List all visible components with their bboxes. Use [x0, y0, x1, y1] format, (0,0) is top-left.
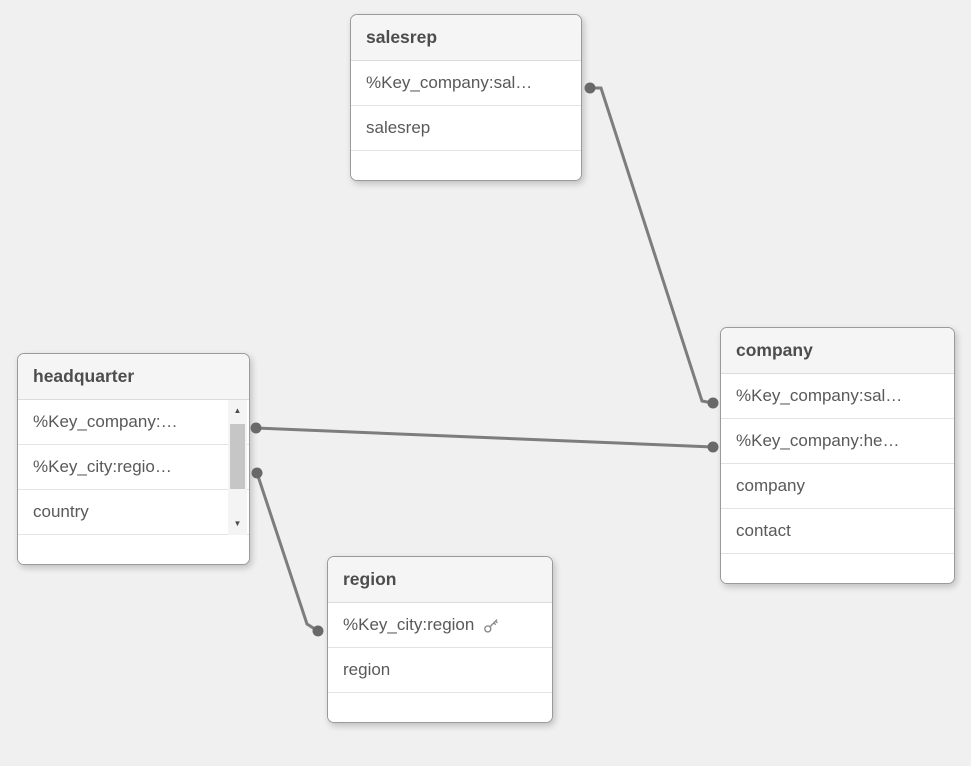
- table-title-salesrep[interactable]: salesrep: [351, 15, 581, 61]
- scroll-up-icon[interactable]: ▲: [233, 406, 242, 415]
- table-title-company[interactable]: company: [721, 328, 954, 374]
- empty-row: [18, 535, 249, 564]
- field-row-region-1[interactable]: region: [328, 648, 552, 693]
- field-label: %Key_company:he…: [736, 431, 900, 450]
- connector-endpoint-dot: [707, 397, 719, 409]
- field-label: region: [343, 660, 391, 679]
- field-label: %Key_company:…: [33, 412, 178, 431]
- field-label: salesrep: [366, 118, 431, 137]
- empty-row: [351, 151, 581, 180]
- field-label: %Key_city:regio…: [33, 457, 172, 476]
- connector-endpoint-dot: [250, 422, 262, 434]
- field-row-company-3[interactable]: contact: [721, 509, 954, 554]
- scrollbar-thumb[interactable]: [230, 424, 245, 489]
- empty-row: [721, 554, 954, 583]
- field-row-region-0[interactable]: %Key_city:region: [328, 603, 552, 648]
- field-row-salesrep-1[interactable]: salesrep: [351, 106, 581, 151]
- connector-headquarter-region: [255, 472, 319, 633]
- field-row-salesrep-0[interactable]: %Key_company:sal…: [351, 61, 581, 106]
- connector-endpoint-dot: [707, 441, 719, 453]
- field-label: contact: [736, 521, 791, 540]
- field-row-headquarter-0[interactable]: %Key_company:…: [18, 400, 249, 445]
- vertical-scrollbar[interactable]: ▲▼: [228, 400, 247, 535]
- field-row-company-0[interactable]: %Key_company:sal…: [721, 374, 954, 419]
- key-icon: [483, 617, 500, 634]
- field-label: %Key_company:sal…: [366, 73, 533, 92]
- table-salesrep[interactable]: salesrep %Key_company:sal… salesrep: [350, 14, 582, 181]
- table-title-headquarter[interactable]: headquarter: [18, 354, 249, 400]
- scroll-down-icon[interactable]: ▼: [233, 519, 242, 528]
- connector-endpoint-dot: [584, 82, 596, 94]
- field-label: country: [33, 502, 89, 521]
- field-row-company-2[interactable]: company: [721, 464, 954, 509]
- field-row-company-1[interactable]: %Key_company:he…: [721, 419, 954, 464]
- connector-endpoint-dot: [251, 467, 263, 479]
- field-label: %Key_company:sal…: [736, 386, 903, 405]
- connector-headquarter-company: [255, 426, 714, 449]
- connector-salesrep-company: [590, 86, 714, 405]
- connector-endpoint-dot: [312, 625, 324, 637]
- field-label: company: [736, 476, 805, 495]
- field-label: %Key_city:region: [343, 615, 475, 634]
- field-row-headquarter-2[interactable]: country: [18, 490, 249, 535]
- field-row-headquarter-1[interactable]: %Key_city:regio…: [18, 445, 249, 490]
- table-headquarter[interactable]: headquarter %Key_company:… %Key_city:regio…: [17, 353, 250, 565]
- empty-row: [328, 693, 552, 722]
- table-company[interactable]: company %Key_company:sal… %Key_company:he……: [720, 327, 955, 584]
- table-title-region[interactable]: region: [328, 557, 552, 603]
